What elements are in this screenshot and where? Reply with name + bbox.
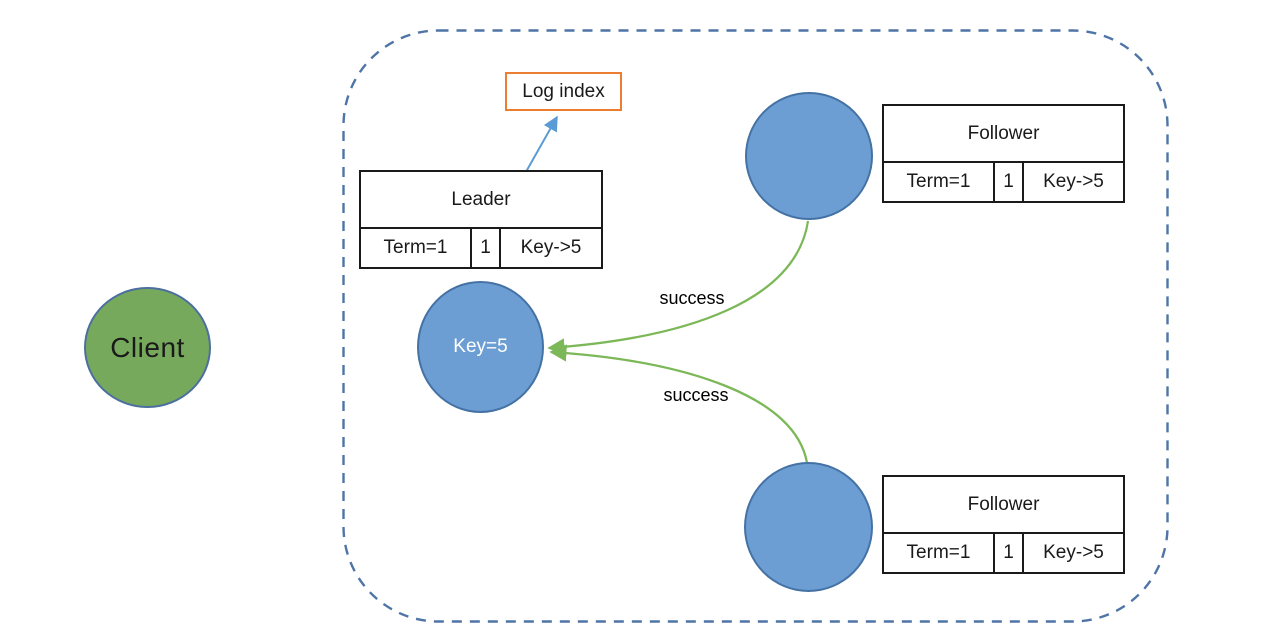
follower-bottom-log-row: Term=1 1 Key->5	[884, 534, 1123, 572]
follower-top-term-cell: Term=1	[884, 163, 995, 201]
follower-top-title: Follower	[884, 106, 1123, 163]
success-label-bottom: success	[663, 385, 729, 405]
follower-top-entry-cell: Key->5	[1043, 171, 1104, 192]
log-index-label: Log index	[522, 80, 605, 102]
follower-top-table: Follower Term=1 1 Key->5	[882, 104, 1125, 203]
follower-bottom-entry-cell: Key->5	[1043, 542, 1104, 563]
follower-bottom-node	[744, 462, 873, 592]
client-label: Client	[110, 331, 185, 363]
leader-index-cell: 1	[472, 229, 501, 267]
follower-top-node	[745, 92, 873, 220]
leader-log-row: Term=1 1 Key->5	[361, 229, 601, 267]
client-node: Client	[84, 287, 211, 408]
success-label-top: success	[659, 288, 725, 308]
leader-entry-cell: Key->5	[520, 237, 582, 258]
commit-value-node: Key=5	[417, 281, 544, 413]
commit-value-label: Key=5	[453, 336, 508, 357]
success-arrow-bottom	[549, 344, 809, 464]
follower-bottom-title: Follower	[884, 477, 1123, 534]
follower-top-log-row: Term=1 1 Key->5	[884, 163, 1123, 201]
log-index-box: Log index	[505, 72, 622, 111]
leader-term-cell: Term=1	[361, 229, 472, 267]
follower-top-index-cell: 1	[995, 163, 1024, 201]
follower-bottom-table: Follower Term=1 1 Key->5	[882, 475, 1125, 574]
follower-bottom-index-cell: 1	[995, 534, 1024, 572]
follower-bottom-term-cell: Term=1	[884, 534, 995, 572]
leader-table-title: Leader	[361, 172, 601, 229]
leader-table: Leader Term=1 1 Key->5	[359, 170, 603, 269]
